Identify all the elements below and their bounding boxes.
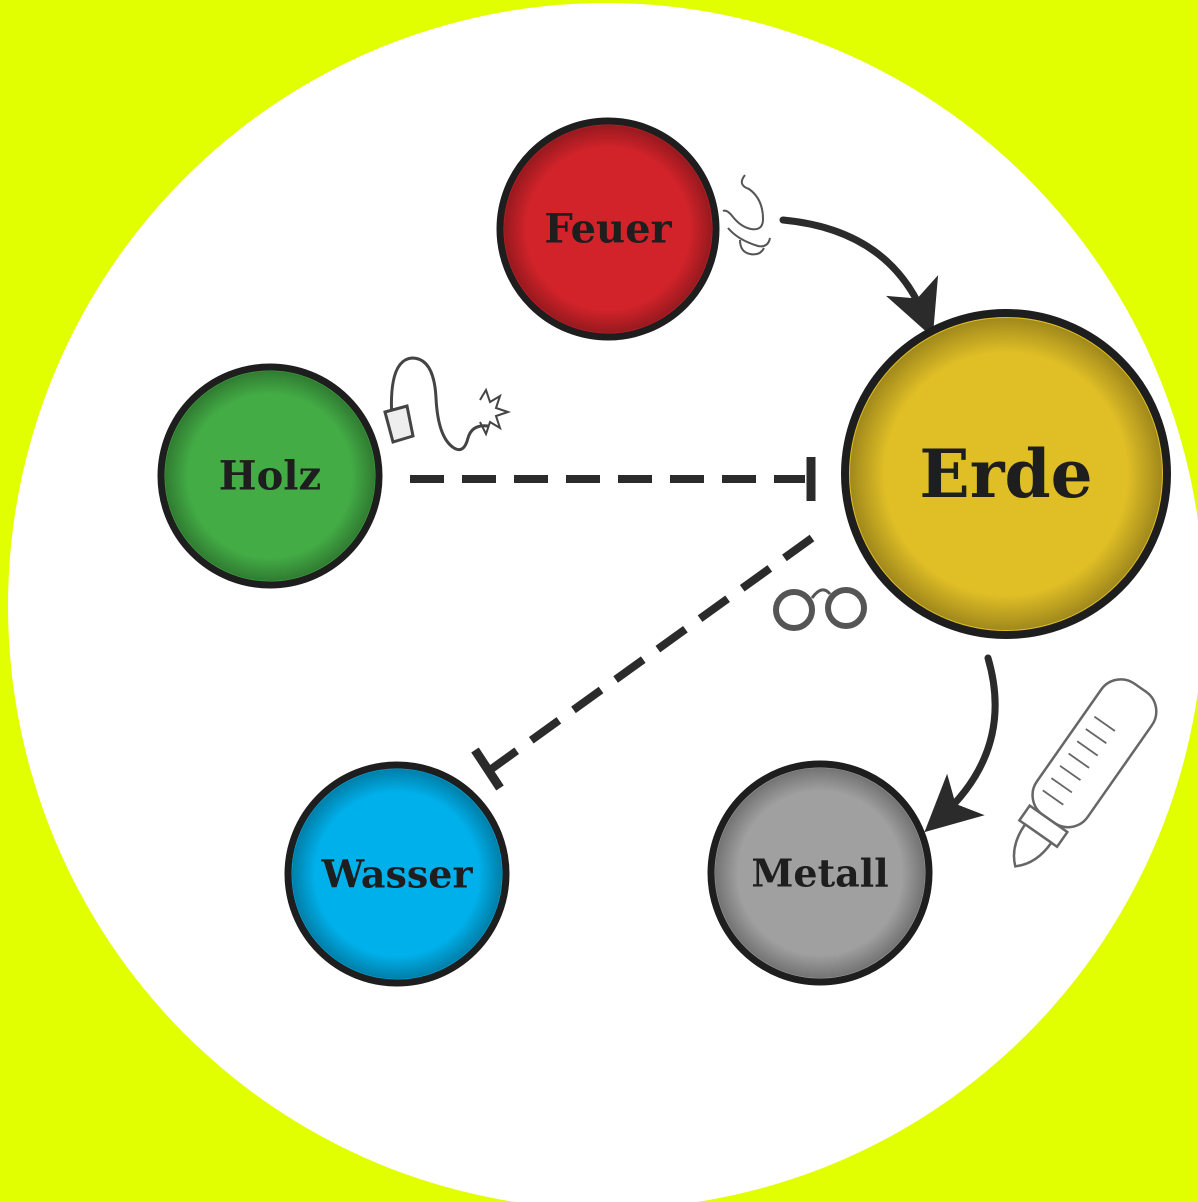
- node-wasser: Wasser: [284, 761, 510, 987]
- edge-erde-wasser-bar: [471, 747, 504, 791]
- node-holz-label: Holz: [219, 453, 321, 500]
- baby-bottle-icon: [1012, 678, 1158, 868]
- node-holz: Holz: [157, 363, 383, 589]
- node-erde: Erde: [841, 309, 1171, 639]
- node-feuer: Feuer: [496, 117, 720, 341]
- edge-erde-metall: [924, 654, 999, 833]
- node-metall: Metall: [707, 760, 933, 986]
- edge-erde-wasser: [487, 534, 815, 774]
- handcuffs-icon: [773, 587, 867, 631]
- node-wasser-label: Wasser: [321, 852, 474, 897]
- node-feuer-label: Feuer: [544, 206, 672, 253]
- pacifier-icon: [722, 174, 771, 256]
- node-metall-label: Metall: [751, 851, 888, 896]
- node-erde-label: Erde: [919, 435, 1092, 513]
- whip-icon: [383, 356, 512, 452]
- edge-feuer-erde: [779, 216, 939, 338]
